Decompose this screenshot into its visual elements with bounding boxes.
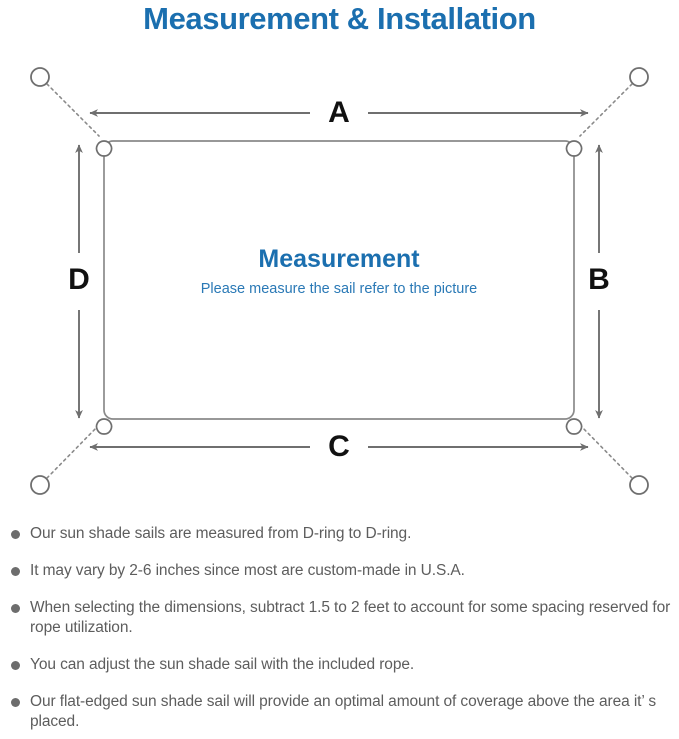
rope-top-left [46, 83, 100, 137]
bullet-icon [11, 604, 20, 613]
d-ring-top-left-icon [95, 140, 113, 157]
list-item: Our sun shade sails are measured from D-… [0, 524, 679, 544]
note-text: When selecting the dimensions, subtract … [30, 599, 671, 636]
rope-bottom-right [579, 424, 633, 479]
note-text: Our sun shade sails are measured from D-… [30, 525, 412, 542]
list-item: It may vary by 2-6 inches since most are… [0, 561, 679, 581]
rope-lines [46, 83, 633, 479]
note-text: You can adjust the sun shade sail with t… [30, 656, 415, 673]
list-item: When selecting the dimensions, subtract … [0, 598, 679, 638]
rope-bottom-left [46, 424, 100, 479]
note-text: It may vary by 2-6 inches since most are… [30, 562, 465, 579]
measurement-diagram: A C D B Measurement Please measure the s… [0, 48, 679, 518]
anchor-top-right-icon [629, 67, 649, 87]
dimension-c-label: C [328, 430, 350, 463]
sail-rectangle [103, 140, 575, 420]
anchor-top-left-icon [30, 67, 50, 87]
d-rings [95, 140, 583, 435]
rope-top-right [579, 83, 633, 137]
diagram-center-subtitle: Please measure the sail refer to the pic… [201, 281, 477, 297]
anchor-bottom-right-icon [629, 475, 649, 495]
page-title: Measurement & Installation [143, 1, 536, 36]
bullet-icon [11, 567, 20, 576]
bullet-icon [11, 530, 20, 539]
list-item: You can adjust the sun shade sail with t… [0, 655, 679, 675]
d-ring-bottom-left-icon [95, 418, 113, 435]
diagram-center-title: Measurement [258, 245, 420, 273]
anchor-bottom-left-icon [30, 475, 50, 495]
notes-list: Our sun shade sails are measured from D-… [0, 524, 679, 732]
dimension-a-label: A [328, 96, 350, 129]
dimension-b-label: B [588, 263, 610, 296]
anchor-rings [30, 67, 649, 495]
list-item: Our flat-edged sun shade sail will provi… [0, 692, 679, 732]
bullet-icon [11, 661, 20, 670]
dimension-d-label: D [68, 263, 90, 296]
note-text: Our flat-edged sun shade sail will provi… [30, 693, 656, 730]
d-ring-bottom-right-icon [565, 418, 583, 435]
bullet-icon [11, 698, 20, 707]
d-ring-top-right-icon [565, 140, 583, 157]
